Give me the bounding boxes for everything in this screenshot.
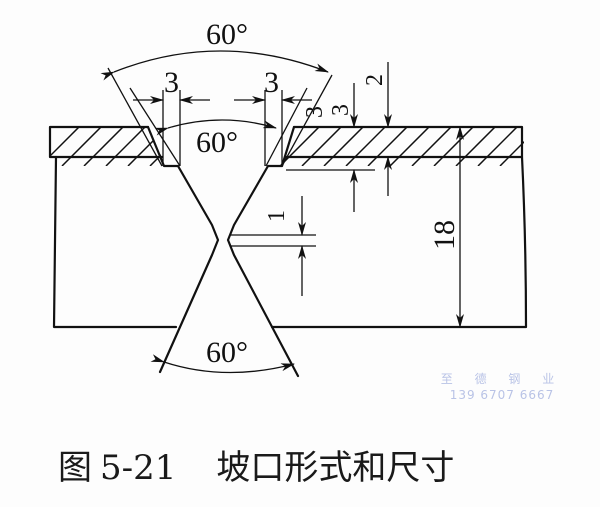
- dim-root-gap: 1: [230, 196, 316, 296]
- dim-top-plate-2-label: 2: [362, 74, 388, 86]
- dim-top-inner-angle-label: 60°: [196, 126, 238, 159]
- dim-top-plate-3-label: 3: [328, 104, 354, 116]
- dim-plate-thickness: 18: [428, 126, 464, 328]
- caption-number: 5-21: [100, 448, 177, 488]
- welding-groove-diagram: 60° 60° 3 3 3 3 2 1 18: [48, 18, 528, 378]
- dim-thickness-label: 18: [428, 220, 461, 250]
- dim-top-plate: 3 2: [286, 62, 392, 212]
- dim-bottom-angle: 60°: [150, 336, 295, 374]
- dim-bottom-angle-label: 60°: [206, 336, 248, 369]
- watermark: 至 德 钢 业 139 6707 6667: [432, 371, 572, 403]
- dim-left-land-label: 3: [164, 66, 179, 99]
- dim-top-outer-angle-label: 60°: [206, 18, 248, 51]
- caption-title: 坡口形式和尺寸: [216, 448, 455, 488]
- watermark-name: 至 德 钢 业: [440, 372, 564, 386]
- dim-root-gap-label: 1: [264, 210, 290, 222]
- caption-label: 图: [58, 448, 92, 488]
- top-plate-right: [280, 125, 524, 166]
- base-plate-right: [226, 125, 528, 378]
- watermark-phone: 139 6707 6667: [449, 388, 555, 402]
- dim-left-land-width: 3: [133, 66, 210, 104]
- dim-top-outer-angle: 60°: [100, 18, 329, 81]
- dim-bevel-offset-label: 3: [302, 106, 328, 118]
- dim-right-land-label: 3: [264, 66, 279, 99]
- dim-right-land-width: 3: [234, 66, 312, 104]
- dim-top-inner-angle: 60°: [154, 119, 277, 159]
- base-plate-left: [52, 125, 220, 374]
